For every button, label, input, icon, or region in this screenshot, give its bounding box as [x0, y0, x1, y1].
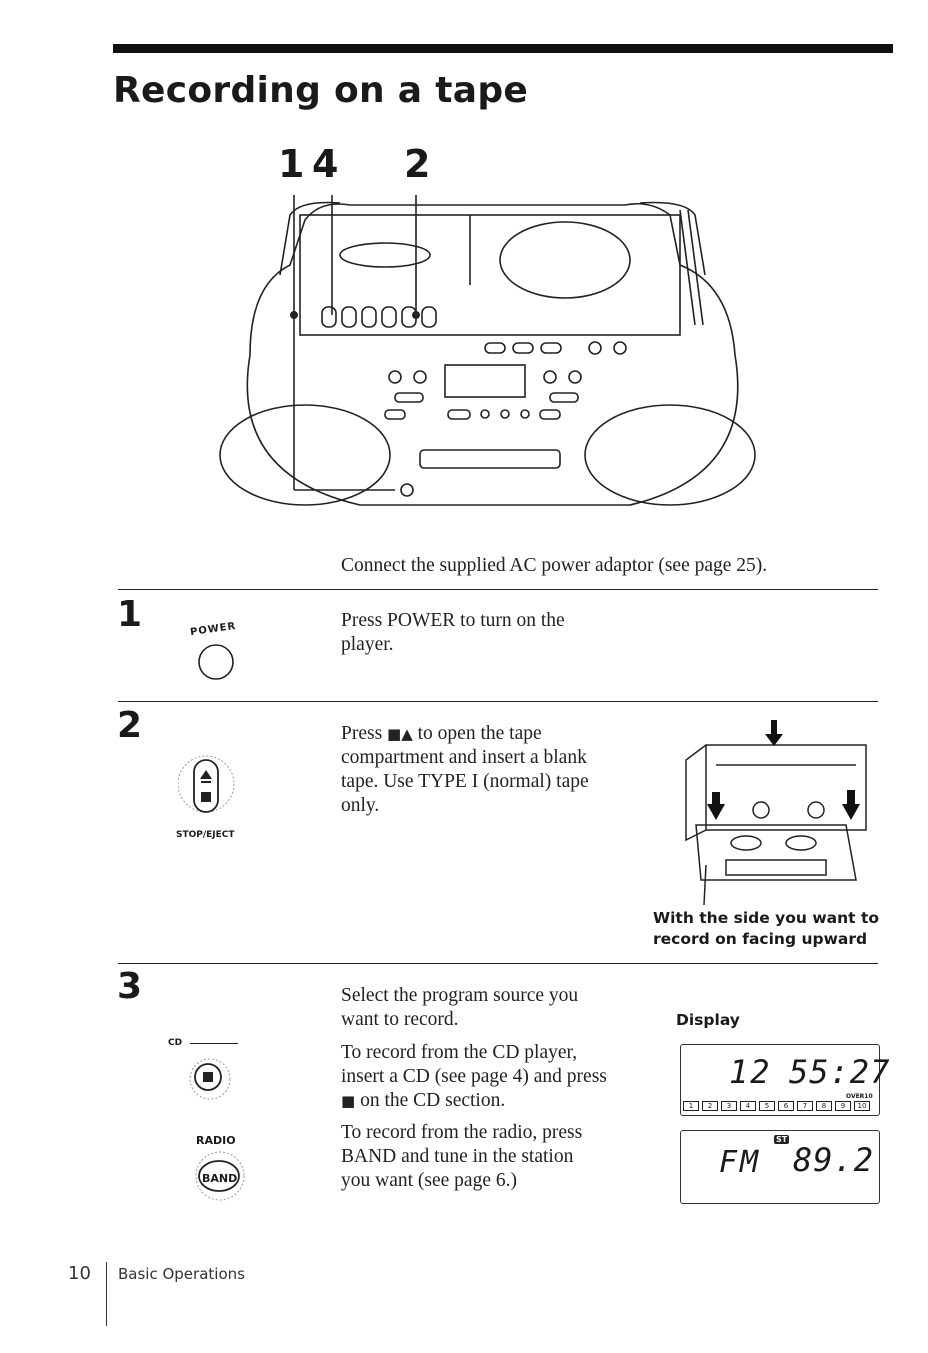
lcd-track-grid: 1 2 3 4 5 6 7 8 9 10 [683, 1101, 870, 1111]
lcd-track-box: 10 [854, 1101, 870, 1111]
callout-1: 1 [278, 142, 305, 186]
step-3-line: Select the program source you [341, 985, 579, 1006]
caption-line: record on facing upward [653, 930, 868, 948]
step-3-para-3: To record from the radio, press BAND and… [341, 1121, 582, 1193]
lcd-track-box: 7 [797, 1101, 813, 1111]
step-1-number: 1 [117, 594, 143, 635]
step-2-line: compartment and insert a blank [341, 747, 587, 768]
lcd-stereo-badge: ST [774, 1135, 790, 1144]
power-label: POWER [189, 620, 237, 639]
step-2-text: Press ■▲ to open the tape compartment an… [341, 722, 589, 818]
rule-step-1 [118, 589, 878, 590]
band-button-label: BAND [202, 1172, 238, 1185]
band-button-icon [195, 1151, 245, 1201]
step-2-line: tape. Use TYPE I (normal) tape [341, 771, 589, 792]
cd-stop-button-icon [189, 1058, 231, 1100]
step-2-line: only. [341, 795, 380, 816]
stop-eject-button-icon [178, 755, 235, 813]
step-3-line: you want (see page 6.) [341, 1170, 517, 1191]
lcd-over-indicator: OVER10 [846, 1093, 873, 1100]
cd-label-line [190, 1043, 238, 1044]
step-1-line: player. [341, 634, 394, 655]
step-2-line-end: to open the tape [412, 723, 542, 744]
lcd-track-box: 1 [683, 1101, 699, 1111]
step-1-line: Press POWER to turn on the [341, 610, 565, 631]
lcd-track-box: 3 [721, 1101, 737, 1111]
lcd-time: 55:27 [789, 1053, 891, 1091]
lcd-track-box: 8 [816, 1101, 832, 1111]
lcd-frequency: 89.2 [793, 1141, 875, 1179]
step-3-para-2: To record from the CD player, insert a C… [341, 1041, 607, 1113]
stop-eject-label: STOP/EJECT [176, 830, 235, 840]
step-2-number: 2 [117, 705, 143, 746]
display-label: Display [676, 1011, 740, 1029]
intro-text: Connect the supplied AC power adaptor (s… [341, 555, 768, 576]
step-3-line: To record from the radio, press [341, 1122, 583, 1143]
cassette-caption: With the side you want to record on faci… [653, 908, 879, 950]
page-title: Recording on a tape [113, 70, 529, 111]
step-3-para-1: Select the program source you want to re… [341, 984, 578, 1032]
callout-2: 2 [404, 142, 431, 186]
section-name: Basic Operations [118, 1265, 245, 1283]
lcd-display-cd: 12 55:27 OVER10 1 2 3 4 5 6 7 8 9 10 [680, 1044, 889, 1116]
lcd-display-radio: ST FM 89.2 [680, 1130, 880, 1204]
radio-label: RADIO [196, 1134, 236, 1147]
cassette-insert-illustration [685, 720, 867, 906]
step-3-line: on the CD section. [355, 1090, 506, 1111]
step-1-text: Press POWER to turn on the player. [341, 609, 565, 657]
lcd-track-box: 6 [778, 1101, 794, 1111]
lcd-track-number: 12 [729, 1053, 772, 1091]
power-button-icon [198, 644, 234, 680]
lcd-track-box: 4 [740, 1101, 756, 1111]
boombox-illustration [219, 195, 756, 506]
caption-line: With the side you want to [653, 909, 880, 927]
lcd-band: FM [719, 1145, 762, 1180]
lcd-track-box: 5 [759, 1101, 775, 1111]
title-bar [113, 44, 893, 53]
step-3-line: BAND and tune in the station [341, 1146, 574, 1167]
stop-eject-symbol: ■▲ [387, 725, 413, 743]
rule-step-2 [118, 701, 878, 702]
page-number: 10 [68, 1263, 91, 1284]
step-3-line: To record from the CD player, [341, 1042, 578, 1063]
step-3-number: 3 [117, 966, 143, 1007]
step-3-line: want to record. [341, 1009, 459, 1030]
callout-4: 4 [312, 142, 339, 186]
stop-symbol-icon: ■ [341, 1092, 356, 1110]
rule-step-3 [118, 963, 878, 964]
footer-divider [106, 1262, 107, 1326]
lcd-track-box: 9 [835, 1101, 851, 1111]
step-2-line-start: Press [341, 723, 383, 744]
lcd-track-box: 2 [702, 1101, 718, 1111]
step-3-line: insert a CD (see page 4) and press [341, 1066, 607, 1087]
cd-label: CD [168, 1038, 183, 1048]
